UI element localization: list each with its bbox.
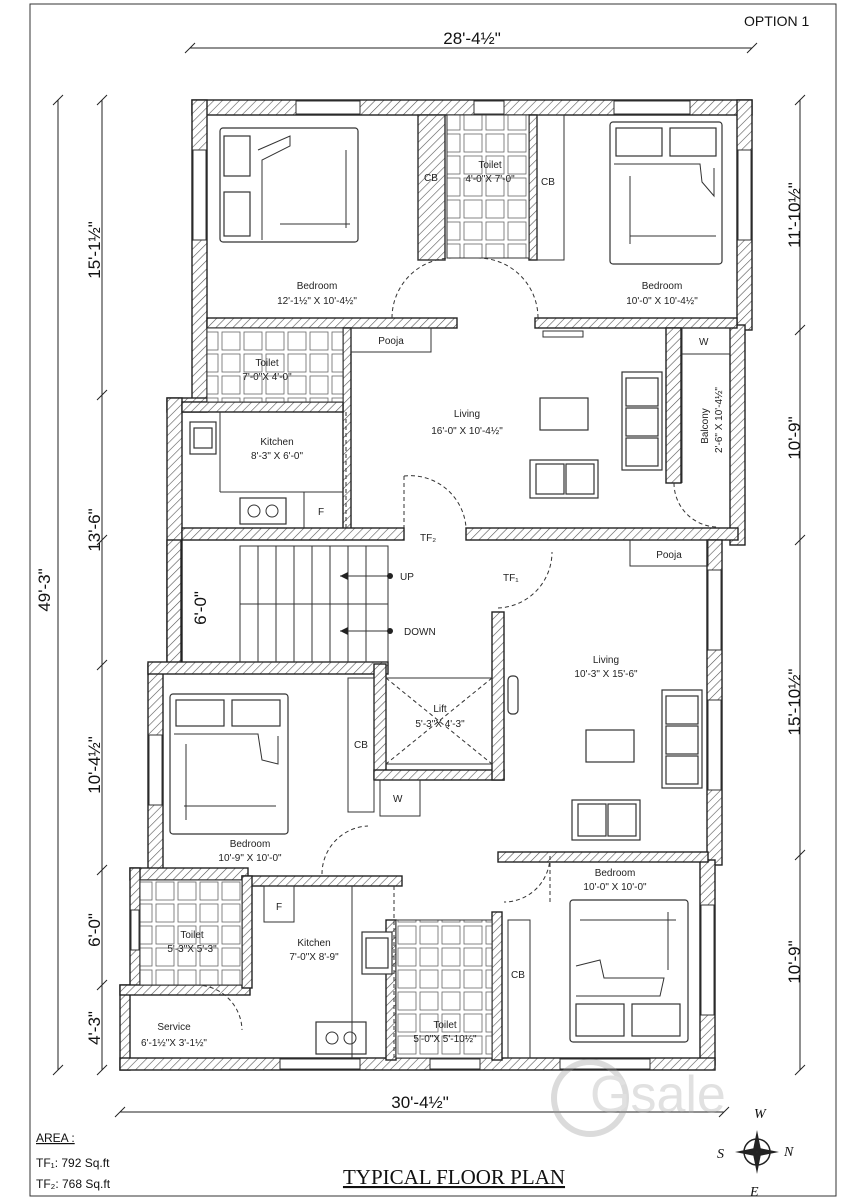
kitchen-1-name: Kitchen [260,437,293,448]
toilet-4-name: Toilet [433,1020,457,1031]
w-marker-2: W [393,794,403,805]
bedroom-2-size: 10'-0" X 10'-4½" [626,296,698,307]
bedroom-3-name: Bedroom [230,839,271,850]
bedroom-4-name: Bedroom [595,868,636,879]
f-marker-2: F [276,902,282,913]
lift-shaft [385,675,519,765]
area-block: AREA : TF₁: 792 Sq.ft TF₂: 768 Sq.ft [36,1131,111,1191]
toilet-1-name: Toilet [478,160,502,171]
living-1-name: Living [454,409,480,420]
toilet-3-size: 5'-3"X 5'-3" [167,944,217,955]
lift-name: Lift [433,704,447,715]
tf2-marker: TF₂ [420,533,436,544]
toilet-3-name: Toilet [180,930,204,941]
lower-bedroom-2-bed [569,899,689,1043]
down-marker: DOWN [404,627,436,638]
left-total-label: 49'-3" [35,568,54,611]
w-marker-1: W [699,337,709,348]
toilet-2-size: 7'-0"X 4'-0" [242,372,292,383]
right-dim-1: 11'-10½" [785,182,804,248]
compass-s: S [717,1147,724,1162]
left-total-dimension: 49'-3" [35,94,64,1076]
bedroom-3-size: 10'-9" X 10'-0" [218,853,282,864]
cb-marker-3: CB [354,740,368,751]
room-labels: Bedroom 12'-1½" X 10'-4½" Toilet 4'-0"X … [141,160,725,1049]
staircase [239,545,393,663]
left-dim-1: 15'-1½" [85,221,104,278]
lift-size: 5'-3"X 4'-3" [415,719,465,730]
kitchen-1-fixtures [189,412,343,528]
bedroom-1-size: 12'-1½" X 10'-4½" [277,296,357,307]
living-1-size: 16'-0" X 10'-4½" [431,426,503,437]
option-label: OPTION 1 [744,13,810,29]
pooja-1-label: Pooja [378,336,404,347]
toilet-2-name: Toilet [255,358,279,369]
sheet-border [29,3,837,1197]
up-marker: UP [400,572,414,583]
service-size: 6'-1½"X 3'-1½" [141,1038,207,1049]
small-boxes [350,327,731,817]
compass-rose: W S N E [717,1107,794,1200]
service-name: Service [157,1022,191,1033]
tile-floors [139,114,530,1059]
balcony-name: Balcony [700,408,711,444]
toilet-1-size: 4'-0"X 7'-0" [465,174,515,185]
lower-bedroom-1-bed [169,693,289,835]
top-dimension-label: 28'-4½" [443,29,500,48]
cb-marker-1: CB [424,173,438,184]
toilet-4-size: 5'-0"X 5'-10½" [413,1034,477,1045]
area-tf2: TF₂: 768 Sq.ft [36,1177,111,1191]
left-segment-dimensions: 15'-1½" 13'-6" 6'-0" 10'-4½" 6'-0" 4'-3" [85,94,210,1076]
tf1-marker: TF₁ [503,573,519,584]
upper-bedroom-2-bed [609,121,723,265]
kitchen-2-name: Kitchen [297,938,330,949]
living-2-size: 10'-3" X 15'-6" [574,669,638,680]
left-dim-2: 13'-6" [85,508,104,551]
right-dim-4: 10'-9" [785,940,804,983]
area-heading: AREA : [36,1131,75,1145]
compass-w: W [754,1107,767,1122]
kitchen-1-size: 8'-3" X 6'-0" [251,451,304,462]
kitchen-2-fixtures [263,885,393,1058]
top-dimension: 28'-4½" [184,29,758,54]
living-2-furniture [571,689,703,841]
bedroom-1-name: Bedroom [297,281,338,292]
cupboards [347,114,565,1059]
living-2-name: Living [593,655,619,666]
cb-marker-4: CB [511,970,525,981]
upper-bedroom-1-bed [219,127,359,243]
windows [130,100,752,1070]
left-dim-3: 6'-0" [191,591,210,625]
bedroom-4-size: 10'-0" X 10'-0" [583,882,647,893]
kitchen-2-size: 7'-0"X 8'-9" [289,952,339,963]
watermark: Gsale [551,1059,726,1137]
area-tf1: TF₁: 792 Sq.ft [36,1156,110,1170]
f-marker-1: F [318,507,324,518]
left-dim-4: 10'-4½" [85,736,104,793]
right-segment-dimensions: 11'-10½" 10'-9" 15'-10½" 10'-9" [785,94,806,1076]
plan-title: TYPICAL FLOOR PLAN [343,1165,565,1189]
bottom-dimension-label: 30'-4½" [391,1093,448,1112]
cb-marker-2: CB [541,177,555,188]
compass-n: N [783,1145,794,1160]
markers: CB CB CB CB W W F F TF₂ TF₁ UP DOWN [276,173,709,981]
living-1-furniture [529,371,663,499]
left-dim-5: 6'-0" [85,913,104,947]
pooja-2-label: Pooja [656,550,682,561]
left-dim-6: 4'-3" [85,1011,104,1045]
right-dim-3: 15'-10½" [785,669,804,736]
watermark-text: Gsale [590,1066,726,1124]
balcony-size: 2'-6" X 10'-4½" [714,387,725,453]
compass-e: E [749,1185,759,1200]
right-dim-2: 10'-9" [785,416,804,459]
bedroom-2-name: Bedroom [642,281,683,292]
bottom-dimension: 30'-4½" [114,1093,730,1118]
